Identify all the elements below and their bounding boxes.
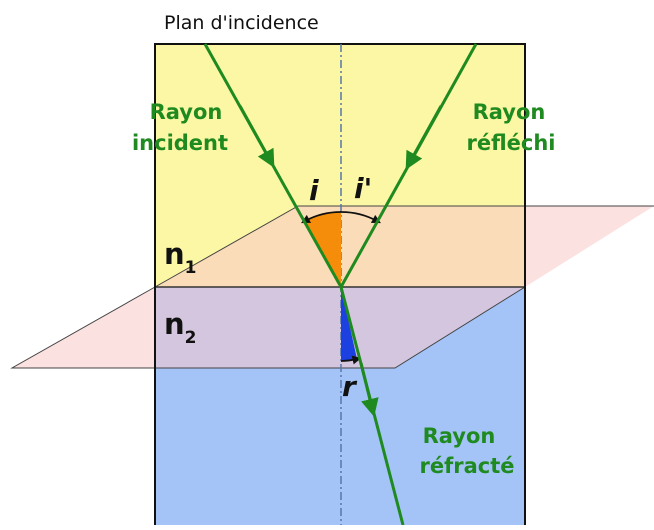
incidence-angle-arc bbox=[301, 211, 342, 224]
refraction-angle-label: r bbox=[342, 370, 358, 403]
plane-of-incidence-frame bbox=[154, 43, 526, 530]
medium-n1-label: n1 bbox=[164, 237, 197, 278]
incident-ray-label-line2: incident bbox=[132, 131, 228, 155]
incident-ray-arrow bbox=[238, 105, 275, 168]
incident-ray-label-line1: Rayon bbox=[150, 100, 223, 124]
interface-plane-back bbox=[155, 206, 654, 287]
reflection-angle-label: i' bbox=[354, 172, 372, 205]
incidence-angle-label: i bbox=[309, 174, 319, 207]
refracted-ray-label-line2: réfracté bbox=[420, 454, 515, 478]
reflected-ray-label-line2: réfléchi bbox=[466, 131, 555, 155]
interface-plane-outline-front bbox=[10, 286, 526, 369]
plane-title: Plan d'incidence bbox=[164, 12, 319, 34]
interface-plane-outline-back bbox=[154, 205, 654, 288]
refraction-angle-arc bbox=[340, 355, 362, 365]
refracted-ray-arrow bbox=[359, 362, 379, 417]
reflection-angle-arc bbox=[340, 211, 381, 224]
reflected-ray-arrow bbox=[405, 105, 443, 170]
reflected-ray-label-line1: Rayon bbox=[473, 100, 546, 124]
refracted-ray-label-line1: Rayon bbox=[423, 424, 496, 448]
medium-n2-label: n2 bbox=[164, 307, 197, 348]
interface-plane-front bbox=[12, 287, 525, 368]
